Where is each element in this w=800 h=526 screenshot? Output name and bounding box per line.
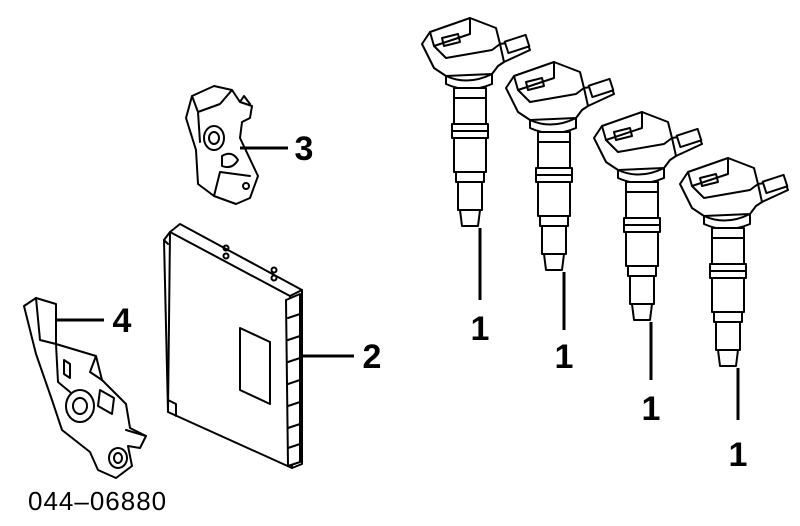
ignition-coil-icon (679, 157, 789, 367)
callout-coil-2: 1 (555, 338, 574, 376)
ignition-coil-4 (679, 157, 789, 367)
ignition-coil-1 (421, 17, 531, 227)
lower-bracket (23, 297, 147, 479)
ignition-coil-2 (505, 61, 615, 271)
ecu-module (163, 223, 303, 469)
callout-coil-4: 1 (729, 436, 748, 474)
callout-bracket-4: 4 (113, 302, 132, 340)
callout-coil-1: 1 (471, 310, 490, 348)
callout-ecu-2: 2 (363, 338, 382, 376)
ignition-coil-icon (593, 111, 703, 321)
callout-coil-3: 1 (642, 390, 661, 428)
ignition-coil-icon (421, 17, 531, 227)
bracket-icon (23, 297, 147, 479)
upper-bracket (185, 85, 259, 205)
callout-bracket-3: 3 (295, 130, 314, 168)
part-number: 044–06880 (28, 486, 167, 516)
ignition-coil-icon (505, 61, 615, 271)
ignition-coil-3 (593, 111, 703, 321)
ecu-module-icon (163, 223, 303, 469)
bracket-icon (185, 85, 259, 205)
